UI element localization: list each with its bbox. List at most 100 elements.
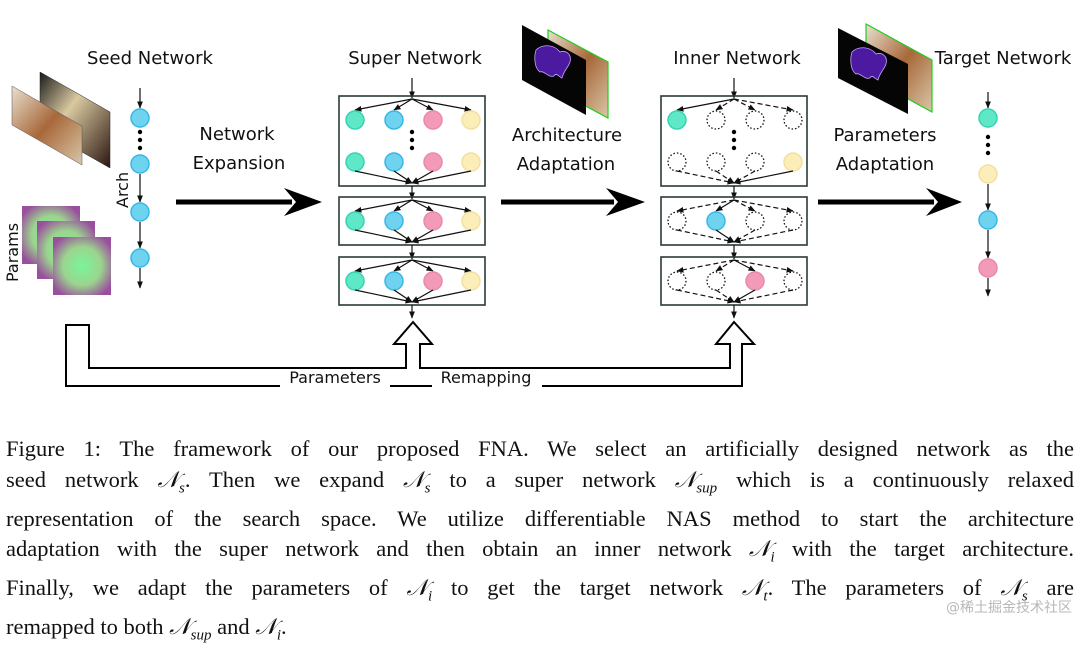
remap-label-2: Remapping	[441, 368, 532, 387]
edge-arrow	[733, 98, 794, 112]
edge-arrow	[411, 199, 472, 213]
edge-arrow	[354, 199, 413, 213]
param-adapt-images	[838, 22, 933, 114]
math-symbol: 𝒩s	[403, 466, 431, 497]
node-green	[345, 211, 365, 231]
edge-arrow	[715, 98, 735, 111]
params-label: Params	[3, 223, 22, 282]
target-node	[978, 108, 998, 128]
remap-label-1: Parameters	[289, 368, 381, 387]
arch-adapt-label-1: Architecture	[512, 125, 622, 146]
edge-arrow	[733, 170, 794, 185]
math-symbol: 𝒩sup	[169, 614, 212, 644]
ellipsis-dot	[409, 137, 415, 143]
node-empty	[783, 271, 803, 291]
node-yellow	[783, 152, 803, 172]
node-green	[345, 110, 365, 130]
remap-label-bg	[432, 370, 542, 387]
edge-arrow	[411, 98, 472, 112]
ellipsis-dot	[409, 129, 415, 135]
edge-arrow	[676, 259, 735, 273]
math-symbol: 𝒩s	[157, 466, 185, 497]
ellipsis-dot	[985, 134, 991, 140]
node-empty	[745, 110, 765, 130]
node-blue	[706, 211, 726, 231]
edge-arrow	[411, 98, 434, 111]
remapping-arrows	[65, 320, 757, 387]
node-blue	[384, 271, 404, 291]
param-adapt-label-1: Parameters	[833, 125, 936, 146]
edge-arrow	[676, 170, 735, 185]
fna-framework-diagram: Seed Network Super Network Inner Network…	[3, 22, 1072, 387]
node-pink	[745, 271, 765, 291]
edge-arrow	[411, 199, 434, 212]
target-node	[978, 210, 998, 230]
node-blue	[384, 110, 404, 130]
edge-arrow	[393, 229, 413, 243]
node-pink	[423, 152, 443, 172]
node-yellow	[461, 271, 481, 291]
edge-arrow	[393, 289, 413, 303]
edge-arrow	[354, 170, 413, 185]
node-green	[345, 152, 365, 172]
block-2	[660, 196, 808, 246]
arch-adapt-arrow	[501, 188, 645, 216]
target-node	[978, 164, 998, 184]
edge-arrow	[733, 259, 794, 273]
seed-node	[130, 202, 150, 222]
watermark: @稀土掘金技术社区	[946, 600, 1072, 616]
node-blue	[384, 152, 404, 172]
ellipsis-dot	[137, 129, 143, 135]
edge-arrow	[354, 259, 413, 273]
edge-arrow	[393, 199, 413, 212]
edge-arrow	[715, 259, 735, 272]
node-empty	[706, 110, 726, 130]
arch-label: Arch	[113, 172, 132, 208]
node-yellow	[461, 211, 481, 231]
node-green	[667, 110, 687, 130]
super-network-title: Super Network	[348, 48, 482, 69]
node-pink	[423, 211, 443, 231]
ellipsis-dot	[137, 137, 143, 143]
seed-params-maps	[22, 206, 111, 295]
node-empty	[783, 211, 803, 231]
math-symbol: 𝒩i	[255, 614, 281, 644]
edge-arrow	[354, 289, 413, 304]
edge-arrow	[676, 199, 735, 213]
seed-network-title: Seed Network	[87, 48, 213, 69]
math-symbol: 𝒩i	[406, 575, 433, 605]
edge-arrow	[393, 170, 413, 184]
edge-arrow	[715, 289, 735, 303]
figure-caption: Figure 1: The framework of our proposed …	[6, 434, 1074, 651]
arch-adapt-label-2: Adaptation	[517, 154, 615, 175]
edge-arrow	[411, 289, 472, 304]
caption-line: representation of the search space. We u…	[6, 505, 1074, 531]
edge-arrow	[393, 98, 413, 111]
edge-arrow	[715, 170, 735, 184]
expansion-label-1: Network	[199, 124, 275, 145]
node-empty	[745, 152, 765, 172]
super-network	[338, 78, 486, 319]
node-yellow	[461, 152, 481, 172]
seed-node	[130, 108, 150, 128]
ellipsis-dot	[731, 145, 737, 151]
param-adapt-label-2: Adaptation	[836, 154, 934, 175]
node-yellow	[461, 110, 481, 130]
edge-arrow	[411, 229, 472, 244]
caption-line: seed network 𝒩s. Then we expand 𝒩s to a …	[6, 466, 1074, 497]
node-empty	[745, 211, 765, 231]
edge-arrow	[354, 98, 413, 112]
math-symbol: 𝒩s	[1000, 575, 1028, 605]
edge-arrow	[733, 289, 794, 304]
caption-line: remapped to both 𝒩sup and 𝒩i.	[6, 614, 287, 644]
edge-arrow	[411, 259, 472, 273]
seed-input-images	[11, 71, 111, 169]
edge-arrow	[676, 229, 735, 244]
seed-node	[130, 154, 150, 174]
edge-arrow	[733, 259, 756, 272]
target-node	[978, 258, 998, 278]
edge-arrow	[676, 98, 735, 112]
node-blue	[384, 211, 404, 231]
ellipsis-dot	[409, 145, 415, 151]
node-empty	[667, 211, 687, 231]
